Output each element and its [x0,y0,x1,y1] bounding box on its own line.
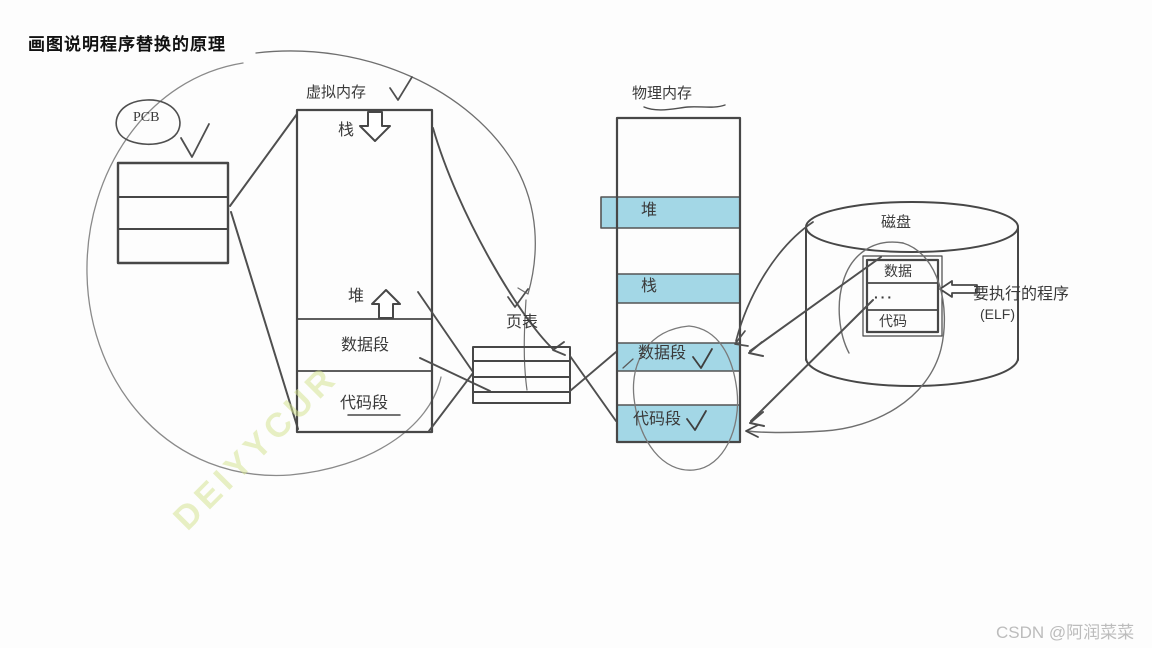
virtual-memory-box [295,108,434,434]
pm-code-band [616,404,741,443]
pm-code-checkmark [686,410,707,431]
elf-annotation-line1: 要执行的程序 [973,286,1070,303]
page-table-label: 页表 [506,314,539,331]
pm-heap-band [600,196,741,229]
vm-checkmark [389,76,413,101]
pm-ellipse-annotation [632,325,739,471]
pm-stack-label: 栈 [641,278,658,295]
disk-loop-arrowhead [745,424,759,438]
pcb-to-vm-connector [229,113,299,430]
disk-to-pm-arrows [734,221,882,427]
vm-to-page-table-connectors [417,127,566,432]
vm-data-segment-label: 数据段 [341,337,390,354]
pm-code-segment-label: 代码段 [633,411,682,428]
disk-label: 磁盘 [881,214,912,231]
pm-data-checkmark [692,348,713,369]
vm-code-segment-label: 代码段 [340,395,389,412]
disk-loop-left [838,241,904,354]
vm-title-label: 虚拟内存 [306,84,367,101]
pm-small-tick [622,358,634,369]
pm-label-underline [643,104,726,111]
pm-stack-band [616,273,741,304]
disk-row-data-label: 数据 [884,263,912,279]
left-loop-stroke [86,62,442,477]
page-table-box [472,346,571,404]
page-title: 画图说明程序替换的原理 [28,35,226,54]
curved-arrow-to-page-table [255,50,536,295]
elf-annotation-line2: (ELF) [980,306,1015,322]
pcb-checkmark [180,123,210,158]
page-table-checkmark [507,288,529,308]
stack-grow-down-arrow [359,111,391,142]
disk-loop-right [747,242,946,434]
csdn-watermark: CSDN @阿润菜菜 [996,623,1135,642]
pcb-label: PCB [133,110,160,125]
disk-row-code-label: 代码 [879,313,907,329]
pm-title-label: 物理内存 [632,85,693,102]
vm-heap-label: 堆 [348,288,365,305]
disk-row-ellipsis-label: ··· [874,289,894,305]
disk [805,201,1019,387]
vm-stack-label: 栈 [338,122,355,139]
disk-program-box [865,258,940,334]
pcb-circle [115,99,181,145]
pm-border [615,116,742,444]
pm-heap-label: 堆 [641,202,658,219]
elf-pointer-arrow [939,280,978,298]
page-table-to-pm-connectors [569,351,617,422]
pcb-box [116,161,230,265]
heap-grow-up-arrow [371,289,401,319]
pm-data-segment-label: 数据段 [638,345,687,362]
physical-memory [600,104,742,471]
